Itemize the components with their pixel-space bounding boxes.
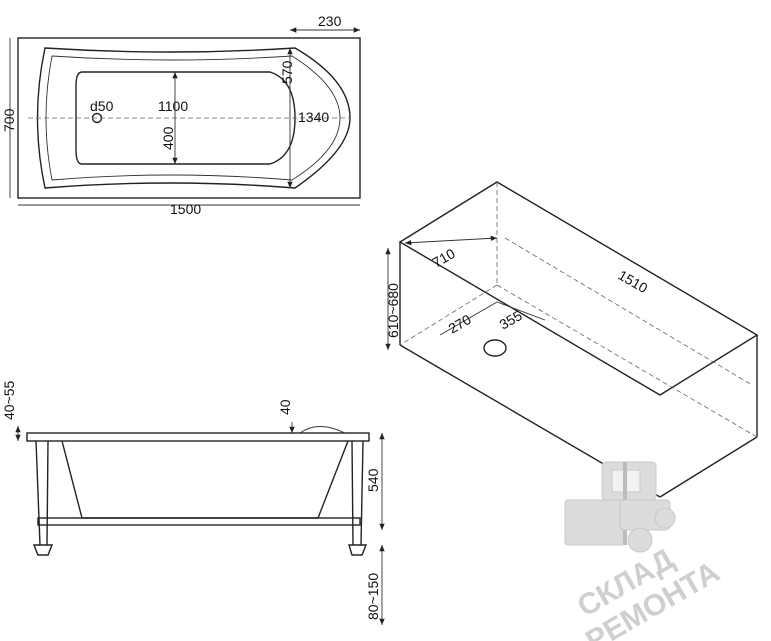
forklift-icon (564, 461, 676, 553)
side-foot-left (32, 544, 54, 556)
dim-iso-710: 710 (430, 245, 458, 271)
side-foot-right (348, 544, 368, 556)
dim-iso-610-680: 610~680 (385, 283, 401, 338)
dim-side-80-150: 80~150 (365, 573, 381, 620)
top-tub-inner-line (45, 55, 341, 181)
side-rim (26, 432, 370, 442)
watermark: СКЛАД РЕМОНТА (564, 461, 725, 641)
top-view: 230 570 d50 1100 400 1340 700 1500 (1, 13, 361, 217)
dim-top-230: 230 (318, 13, 342, 29)
dim-top-1500: 1500 (170, 201, 201, 217)
iso-view: 710 1510 610~680 270 355 (385, 181, 759, 498)
side-tub-body (61, 440, 349, 519)
dim-side-40-55: 40~55 (1, 380, 17, 420)
dim-top-570: 570 (279, 60, 295, 84)
iso-drain (483, 339, 507, 357)
top-tub-outline (36, 47, 351, 189)
top-outer-rect (17, 37, 361, 199)
dim-side-540: 540 (365, 468, 381, 492)
iso-top-face (398, 181, 759, 396)
dim-top-400: 400 (160, 126, 176, 150)
side-view: 40~55 40 540 80~150 (1, 380, 385, 625)
dim-iso-270: 270 (446, 311, 474, 337)
dim-top-d50: d50 (90, 98, 114, 114)
dim-top-1100: 1100 (158, 98, 188, 114)
dim-side-40: 40 (277, 399, 293, 415)
side-frame-bar (37, 517, 361, 526)
dim-top-700: 700 (1, 108, 17, 132)
dim-iso-1510: 1510 (616, 267, 651, 297)
dim-top-1340: 1340 (298, 109, 329, 125)
